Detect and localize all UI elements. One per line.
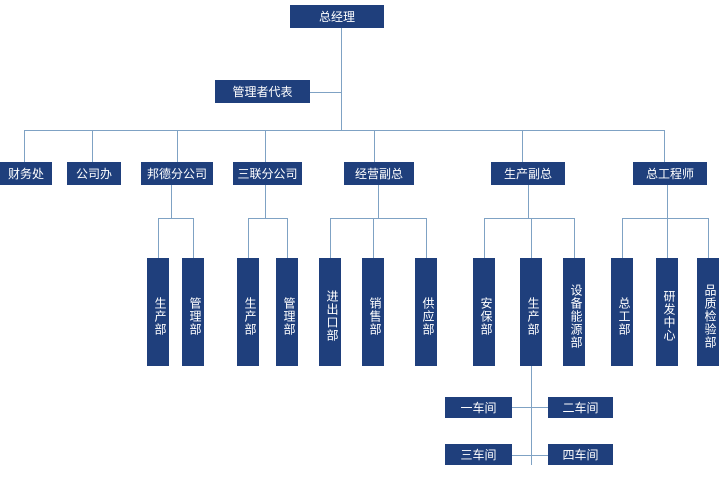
connector-line xyxy=(484,218,575,219)
production-dept-box: 生产部 xyxy=(520,258,542,366)
sales-box: 销售部 xyxy=(362,258,384,366)
connector-line xyxy=(248,218,249,258)
connector-line xyxy=(330,218,427,219)
workshop-2-box: 二车间 xyxy=(548,397,613,418)
equipment-energy-box: 设备能源部 xyxy=(563,258,585,366)
connector-line xyxy=(622,218,623,258)
connector-line xyxy=(330,218,331,258)
finance-box: 财务处 xyxy=(0,162,52,185)
connector-line xyxy=(522,130,523,163)
connector-line xyxy=(664,130,665,163)
connector-line xyxy=(265,184,266,218)
connector-line xyxy=(193,218,194,258)
connector-line xyxy=(531,365,532,465)
workshop-1-box: 一车间 xyxy=(445,397,512,418)
connector-line xyxy=(92,130,93,163)
sanlian-production-box: 生产部 xyxy=(237,258,259,366)
connector-line xyxy=(667,184,668,218)
supply-box: 供应部 xyxy=(415,258,437,366)
bangde-production-box: 生产部 xyxy=(147,258,169,366)
connector-line xyxy=(341,26,342,130)
connector-line xyxy=(177,130,178,163)
connector-line xyxy=(531,218,532,258)
connector-line xyxy=(528,184,529,218)
bangde-management-box: 管理部 xyxy=(182,258,204,366)
connector-line xyxy=(574,218,575,258)
connector-line xyxy=(158,218,159,258)
connector-line xyxy=(374,130,375,163)
connector-line xyxy=(248,218,288,219)
connector-line xyxy=(484,218,485,258)
connector-line xyxy=(512,407,548,408)
connector-line xyxy=(708,218,709,258)
connector-line xyxy=(512,455,548,456)
sanlian-branch-box: 三联分公司 xyxy=(233,162,302,185)
connector-line xyxy=(265,130,266,163)
connector-line xyxy=(24,130,664,131)
connector-line xyxy=(171,184,172,218)
mgmt-rep-box: 管理者代表 xyxy=(215,80,310,103)
connector-line xyxy=(622,218,709,219)
connector-line xyxy=(667,218,668,258)
engineering-box: 总工部 xyxy=(611,258,633,366)
chief-engineer-box: 总工程师 xyxy=(633,162,707,185)
rnd-center-box: 研发中心 xyxy=(656,258,678,366)
office-box: 公司办 xyxy=(67,162,121,185)
safety-box: 安保部 xyxy=(473,258,495,366)
connector-line xyxy=(158,218,194,219)
import-export-box: 进出口部 xyxy=(319,258,341,366)
bangde-branch-box: 邦德分公司 xyxy=(141,162,213,185)
ceo-box: 总经理 xyxy=(290,5,384,28)
connector-line xyxy=(373,218,374,258)
connector-line xyxy=(426,218,427,258)
quality-inspection-box: 品质检验部 xyxy=(697,258,719,366)
business-vp-box: 经营副总 xyxy=(344,162,414,185)
connector-line xyxy=(310,92,341,93)
production-vp-box: 生产副总 xyxy=(491,162,565,185)
connector-line xyxy=(24,130,25,163)
workshop-4-box: 四车间 xyxy=(548,444,613,465)
sanlian-management-box: 管理部 xyxy=(276,258,298,366)
connector-line xyxy=(287,218,288,258)
workshop-3-box: 三车间 xyxy=(445,444,512,465)
connector-line xyxy=(378,184,379,218)
